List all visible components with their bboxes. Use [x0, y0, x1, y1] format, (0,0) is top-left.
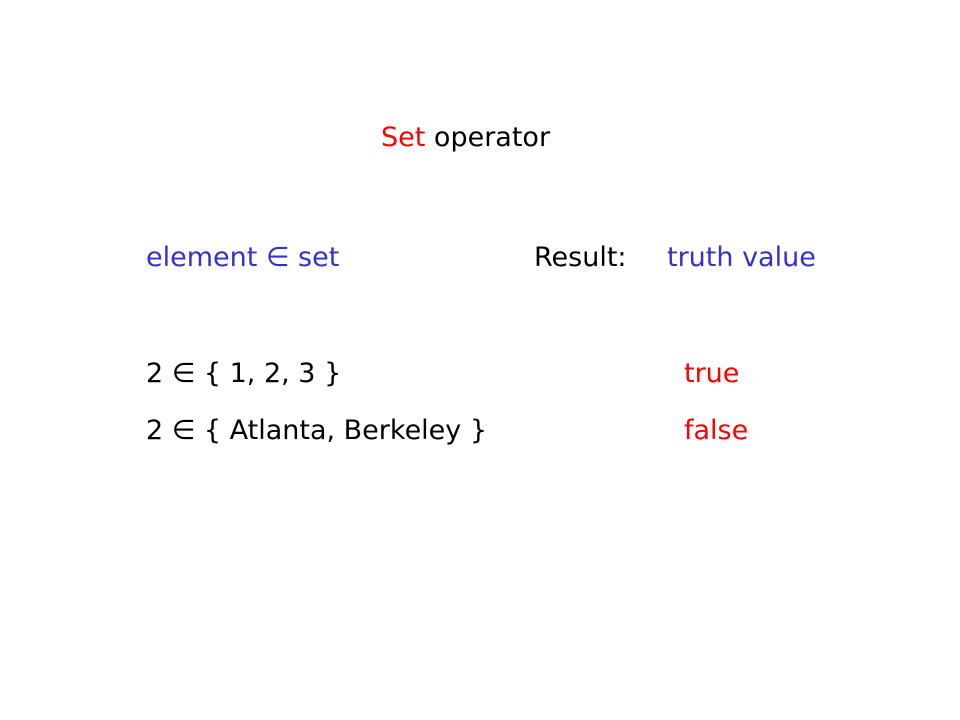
- example-result: true: [684, 358, 740, 389]
- slide-title: Set operator: [381, 122, 550, 154]
- example-expression: 2 ∈ { Atlanta, Berkeley }: [146, 415, 488, 446]
- title-keyword: Set: [381, 122, 426, 153]
- header-expression: element ∈ set: [146, 242, 340, 273]
- example-result: false: [684, 415, 749, 446]
- header-result-type: truth value: [667, 242, 816, 273]
- example-expression: 2 ∈ { 1, 2, 3 }: [146, 358, 342, 389]
- title-rest: operator: [425, 122, 551, 153]
- header-result-label: Result:: [534, 242, 627, 273]
